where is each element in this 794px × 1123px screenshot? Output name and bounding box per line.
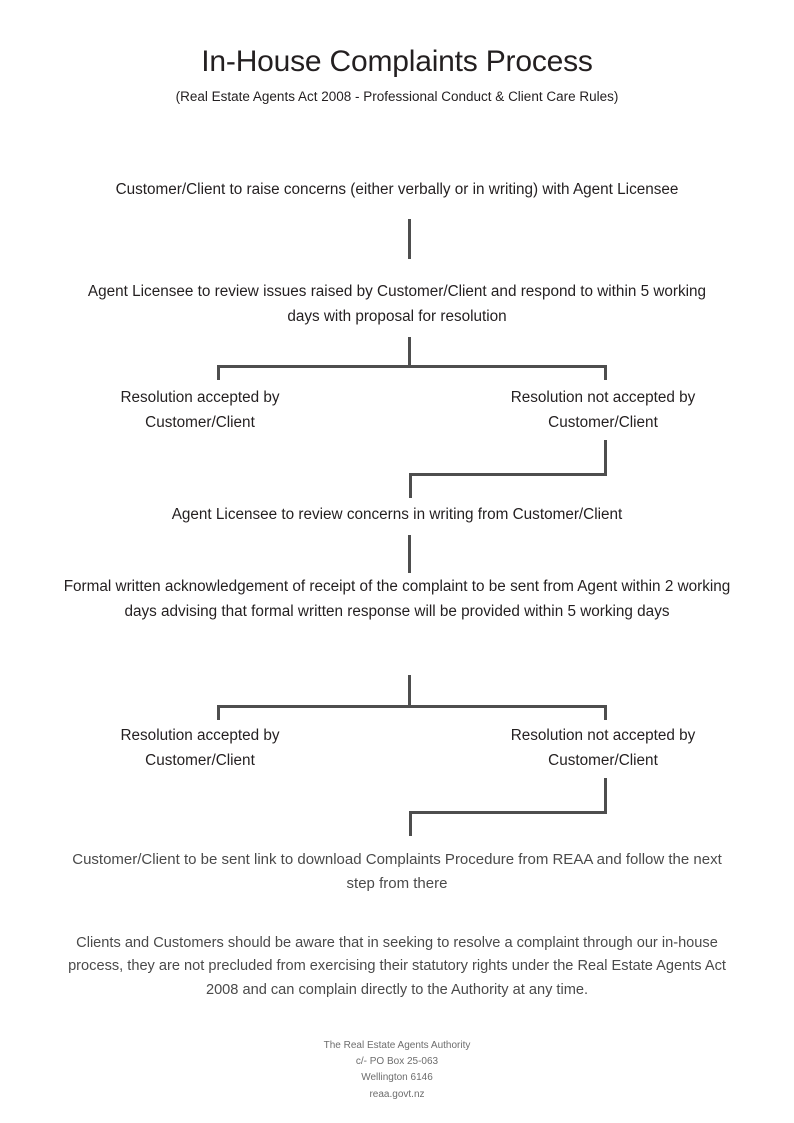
footer-city: Wellington 6146 <box>361 1072 433 1084</box>
page-title: In-House Complaints Process <box>201 45 593 78</box>
connector-acknowledgement-stem <box>408 675 411 707</box>
document-footer: The Real Estate Agents Authority c/- PO … <box>0 1038 794 1103</box>
connector-raise-to-review <box>408 219 411 259</box>
connector-written-to-acknowledgement <box>408 535 411 573</box>
connector-split-2-right-drop <box>604 705 607 720</box>
flow-node-resolution-accepted-1: Resolution accepted by Customer/Client <box>120 389 280 431</box>
flow-node-download-complaints-procedure: Customer/Client to be sent link to downl… <box>72 851 722 892</box>
footer-organisation: The Real Estate Agents Authority <box>323 1040 471 1051</box>
connector-split-1-bar <box>217 365 607 368</box>
connector-merge-2-drop <box>409 811 412 836</box>
document-header: In-House Complaints Process (Real Estate… <box>0 44 794 105</box>
connector-merge-1-drop <box>409 473 412 498</box>
connector-review-stem <box>408 337 411 367</box>
footer-po-box: c/- PO Box 25-063 <box>355 1056 439 1068</box>
footer-website[interactable]: reaa.govt.nz <box>369 1088 425 1100</box>
connector-merge-2-riser <box>604 778 607 814</box>
flow-node-review-written-concerns: Agent Licensee to review concerns in wri… <box>171 506 623 523</box>
connector-split-1-right-drop <box>604 365 607 380</box>
page-subtitle: (Real Estate Agents Act 2008 - Professio… <box>175 89 619 104</box>
flow-node-resolution-not-accepted-2: Resolution not accepted by Customer/Clie… <box>510 727 696 769</box>
flow-node-resolution-not-accepted-1: Resolution not accepted by Customer/Clie… <box>510 389 696 431</box>
connector-merge-1-bar <box>409 473 607 476</box>
connector-merge-1-riser <box>604 440 607 476</box>
flow-node-raise-concerns: Customer/Client to raise concerns (eithe… <box>115 181 679 198</box>
connector-split-2-left-drop <box>217 705 220 720</box>
flow-node-resolution-accepted-2: Resolution accepted by Customer/Client <box>120 727 280 769</box>
flow-node-formal-acknowledgement: Formal written acknowledgement of receip… <box>63 578 731 620</box>
statutory-rights-disclaimer: Clients and Customers should be aware th… <box>68 935 726 998</box>
connector-split-1-left-drop <box>217 365 220 380</box>
connector-split-2-bar <box>217 705 607 708</box>
flow-node-agent-review-issues: Agent Licensee to review issues raised b… <box>87 283 707 325</box>
connector-merge-2-bar <box>409 811 607 814</box>
